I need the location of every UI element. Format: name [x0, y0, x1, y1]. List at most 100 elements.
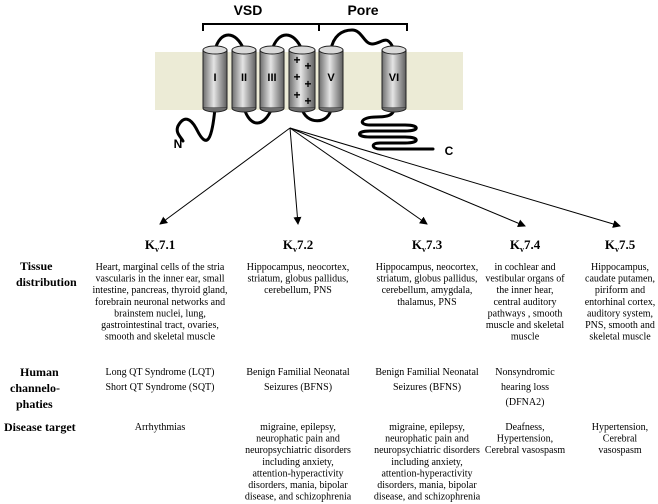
tissue-distribution-line: muscle: [511, 332, 540, 343]
subtype-base: K: [145, 237, 156, 252]
subtype-subscript: v: [520, 245, 524, 254]
subtype-subscript: v: [615, 245, 619, 254]
disease-target-cell: Deafness,Hypertension,Cerebral vasospasm: [485, 422, 565, 456]
tissue-distribution-line: Heart, marginal cells of the stria: [96, 262, 225, 273]
charge-plus: +: [293, 53, 300, 67]
tissue-distribution-line: gastrointestinal tract, ovaries,: [101, 320, 219, 331]
disease-target-line: attention-hyperactivity: [252, 468, 343, 479]
vsd-bracket: [202, 23, 320, 31]
segment-cap: [288, 45, 316, 55]
channelopathy-line: Seizures (BFNS): [264, 382, 332, 393]
tissue-distribution-line: muscle and skeletal: [486, 320, 565, 331]
disease-target-line: neuropsychiatric disorders: [374, 445, 480, 456]
channelopathy-line: (DFNA2): [506, 397, 545, 408]
disease-target-line: vasospasm: [598, 445, 642, 456]
disease-target-line: neurophatic pain and: [256, 434, 340, 445]
disease-target-line: Arrhythmias: [135, 422, 186, 433]
charge-plus: +: [293, 88, 300, 102]
tissue-distribution-line: pathways , smooth: [488, 308, 563, 319]
subtype-number: 7.1: [159, 237, 175, 252]
subtype-number: 7.3: [426, 237, 443, 252]
subtype-headers: Kv7.1 Kv7.2 Kv7.3 Kv7.4 Kv7.5: [145, 237, 636, 254]
row-headers: Tissue distribution Human channelo- phat…: [4, 259, 77, 434]
subtype-base: K: [412, 237, 423, 252]
subtype-subscript: v: [293, 245, 297, 254]
segment-label: I: [213, 72, 216, 84]
subtype-header: Kv7.4: [510, 237, 541, 254]
disease-target-line: Hypertension,: [497, 434, 553, 445]
tissue-distribution-line: Hippocampus,: [591, 262, 649, 273]
channelopathy-line: Benign Familial Neonatal: [375, 367, 479, 378]
disease-target-line: including anxiety,: [262, 457, 334, 468]
row-header-line: Human: [20, 365, 59, 379]
disease-target-line: disorders, mania, bipolar: [248, 480, 348, 491]
subtype-base: K: [283, 237, 294, 252]
segment-ii: II: [231, 45, 257, 113]
segment-label: III: [267, 72, 276, 84]
segment-label: II: [241, 72, 247, 84]
tissue-distribution-line: caudate putamen,: [585, 274, 655, 285]
tissue-distribution-line: striatum, globus pallidus,: [247, 274, 348, 285]
subtype-number: 7.2: [297, 237, 313, 252]
disease-target-line: disorders, mania, bipolar: [377, 480, 477, 491]
subtype-header: Kv7.5: [605, 237, 636, 254]
tissue-distribution-line: piriform and: [595, 285, 645, 296]
subtype-subscript: v: [155, 245, 159, 254]
charge-plus: +: [304, 59, 311, 73]
disease-target-line: neuropsychiatric disorders: [245, 445, 351, 456]
tissue-distribution-line: cerebellum, PNS: [264, 285, 332, 296]
positive-charges: + + + + + +: [293, 53, 311, 108]
tissue-distribution-line: striatum, globus pallidus,: [376, 274, 477, 285]
disease-target-line: disease, and schizophrenia: [245, 492, 352, 503]
charge-plus: +: [304, 94, 311, 108]
disease-target-cell: migraine, epilepsy,neurophatic pain andn…: [374, 422, 481, 503]
segment-vi: VI: [381, 45, 407, 113]
segment-v: V: [318, 45, 344, 113]
row-header-line: distribution: [16, 275, 77, 289]
subtype-header: Kv7.2: [283, 237, 313, 254]
arrow-kv7-5: [289, 127, 621, 228]
disease-target-line: Cerebral: [603, 434, 638, 445]
vsd-label: VSD: [234, 2, 263, 18]
disease-target-line: Cerebral vasospasm: [485, 445, 565, 456]
channelopathy-line: Nonsyndromic: [495, 367, 555, 378]
tissue-distribution-cell: Hippocampus, neocortex,striatum, globus …: [247, 262, 349, 296]
row-header-disease: Disease target: [4, 420, 76, 434]
subtype-number: 7.5: [619, 237, 636, 252]
channelopathy-cell: Nonsyndromic hearing loss (DFNA2): [495, 367, 555, 408]
arrow-kv7-1: [159, 127, 291, 225]
n-terminus-label: N: [174, 137, 183, 151]
tissue-distribution-line: in cochlear and: [494, 262, 555, 273]
tissue-distribution-line: skeletal muscle: [589, 332, 651, 343]
row-header-tissue: Tissue distribution: [16, 259, 77, 289]
tissue-distribution-line: central auditory: [493, 297, 556, 308]
tissue-distribution-line: entorhinal cortex,: [585, 297, 656, 308]
arrow-kv7-3: [289, 127, 428, 225]
segment-cylinder: [288, 49, 316, 109]
channelopathy-line: hearing loss: [501, 382, 549, 393]
subtype-header: Kv7.1: [145, 237, 175, 254]
channelopathy-line: Benign Familial Neonatal: [246, 367, 350, 378]
tissue-distribution-line: brainstem nuclei, lung,: [114, 308, 206, 319]
arrow-kv7-2: [289, 127, 302, 225]
disease-target-cell: migraine, epilepsy,neurophatic pain andn…: [245, 422, 352, 503]
segment-iii: III: [259, 45, 285, 113]
charge-plus: +: [293, 70, 300, 84]
row-header-line: Tissue: [20, 259, 53, 273]
channelopathy-line: Short QT Syndrome (SQT): [106, 382, 215, 393]
arrow-kv7-4: [289, 127, 526, 227]
segment-cap: [202, 45, 228, 55]
tissue-distribution-line: smooth and skeletal muscle: [105, 332, 216, 343]
charge-plus: +: [304, 77, 311, 91]
tissue-distribution-line: auditory system,: [587, 308, 653, 319]
channelopathy-line: Seizures (BFNS): [393, 382, 461, 393]
disease-target-line: attention-hyperactivity: [381, 468, 472, 479]
channelopathy-line: Long QT Syndrome (LQT): [106, 367, 215, 378]
channelopathy-cell: Long QT Syndrome (LQT) Short QT Syndrome …: [106, 367, 215, 393]
segment-cap: [381, 45, 407, 55]
disease-target-line: Hypertension,: [592, 422, 648, 433]
row-header-line: phaties: [16, 397, 53, 411]
tissue-distribution-line: Hippocampus, neocortex,: [247, 262, 349, 273]
